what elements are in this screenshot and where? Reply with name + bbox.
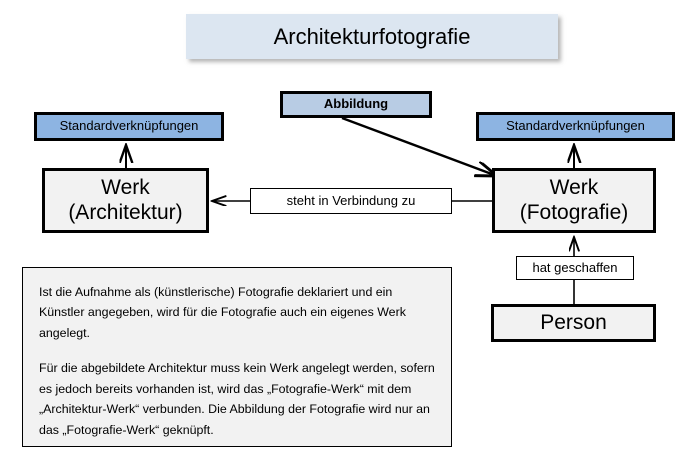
- node-standardverknuepfungen-left[interactable]: Standardverknüpfungen: [34, 112, 224, 141]
- node-werk-architektur-line1: Werk: [101, 176, 150, 200]
- relation-label-hat-geschaffen[interactable]: hat geschaffen: [516, 256, 634, 280]
- node-werk-architektur[interactable]: Werk (Architektur): [42, 168, 209, 233]
- node-werk-fotografie-line1: Werk: [549, 176, 599, 200]
- note-paragraph-2: Für die abgebildete Architektur muss kei…: [39, 361, 435, 437]
- node-standardverknuepfungen-right[interactable]: Standardverknüpfungen: [476, 112, 675, 141]
- node-werk-architektur-line2: (Architektur): [68, 200, 183, 224]
- explanatory-note: Ist die Aufnahme als (künstlerische) Fot…: [22, 267, 452, 447]
- node-person[interactable]: Person: [491, 304, 656, 342]
- note-paragraph-1: Ist die Aufnahme als (künstlerische) Fot…: [39, 285, 406, 340]
- relation-label-steht-in-verbindung-zu[interactable]: steht in Verbindung zu: [250, 188, 452, 214]
- arrow-abbildung-to-werk-fotografie: [341, 116, 497, 176]
- node-werk-fotografie[interactable]: Werk (Fotografie): [492, 168, 656, 233]
- node-abbildung[interactable]: Abbildung: [280, 91, 432, 118]
- node-werk-fotografie-line2: (Fotografie): [519, 200, 629, 224]
- diagram-title: Architekturfotografie: [186, 14, 558, 59]
